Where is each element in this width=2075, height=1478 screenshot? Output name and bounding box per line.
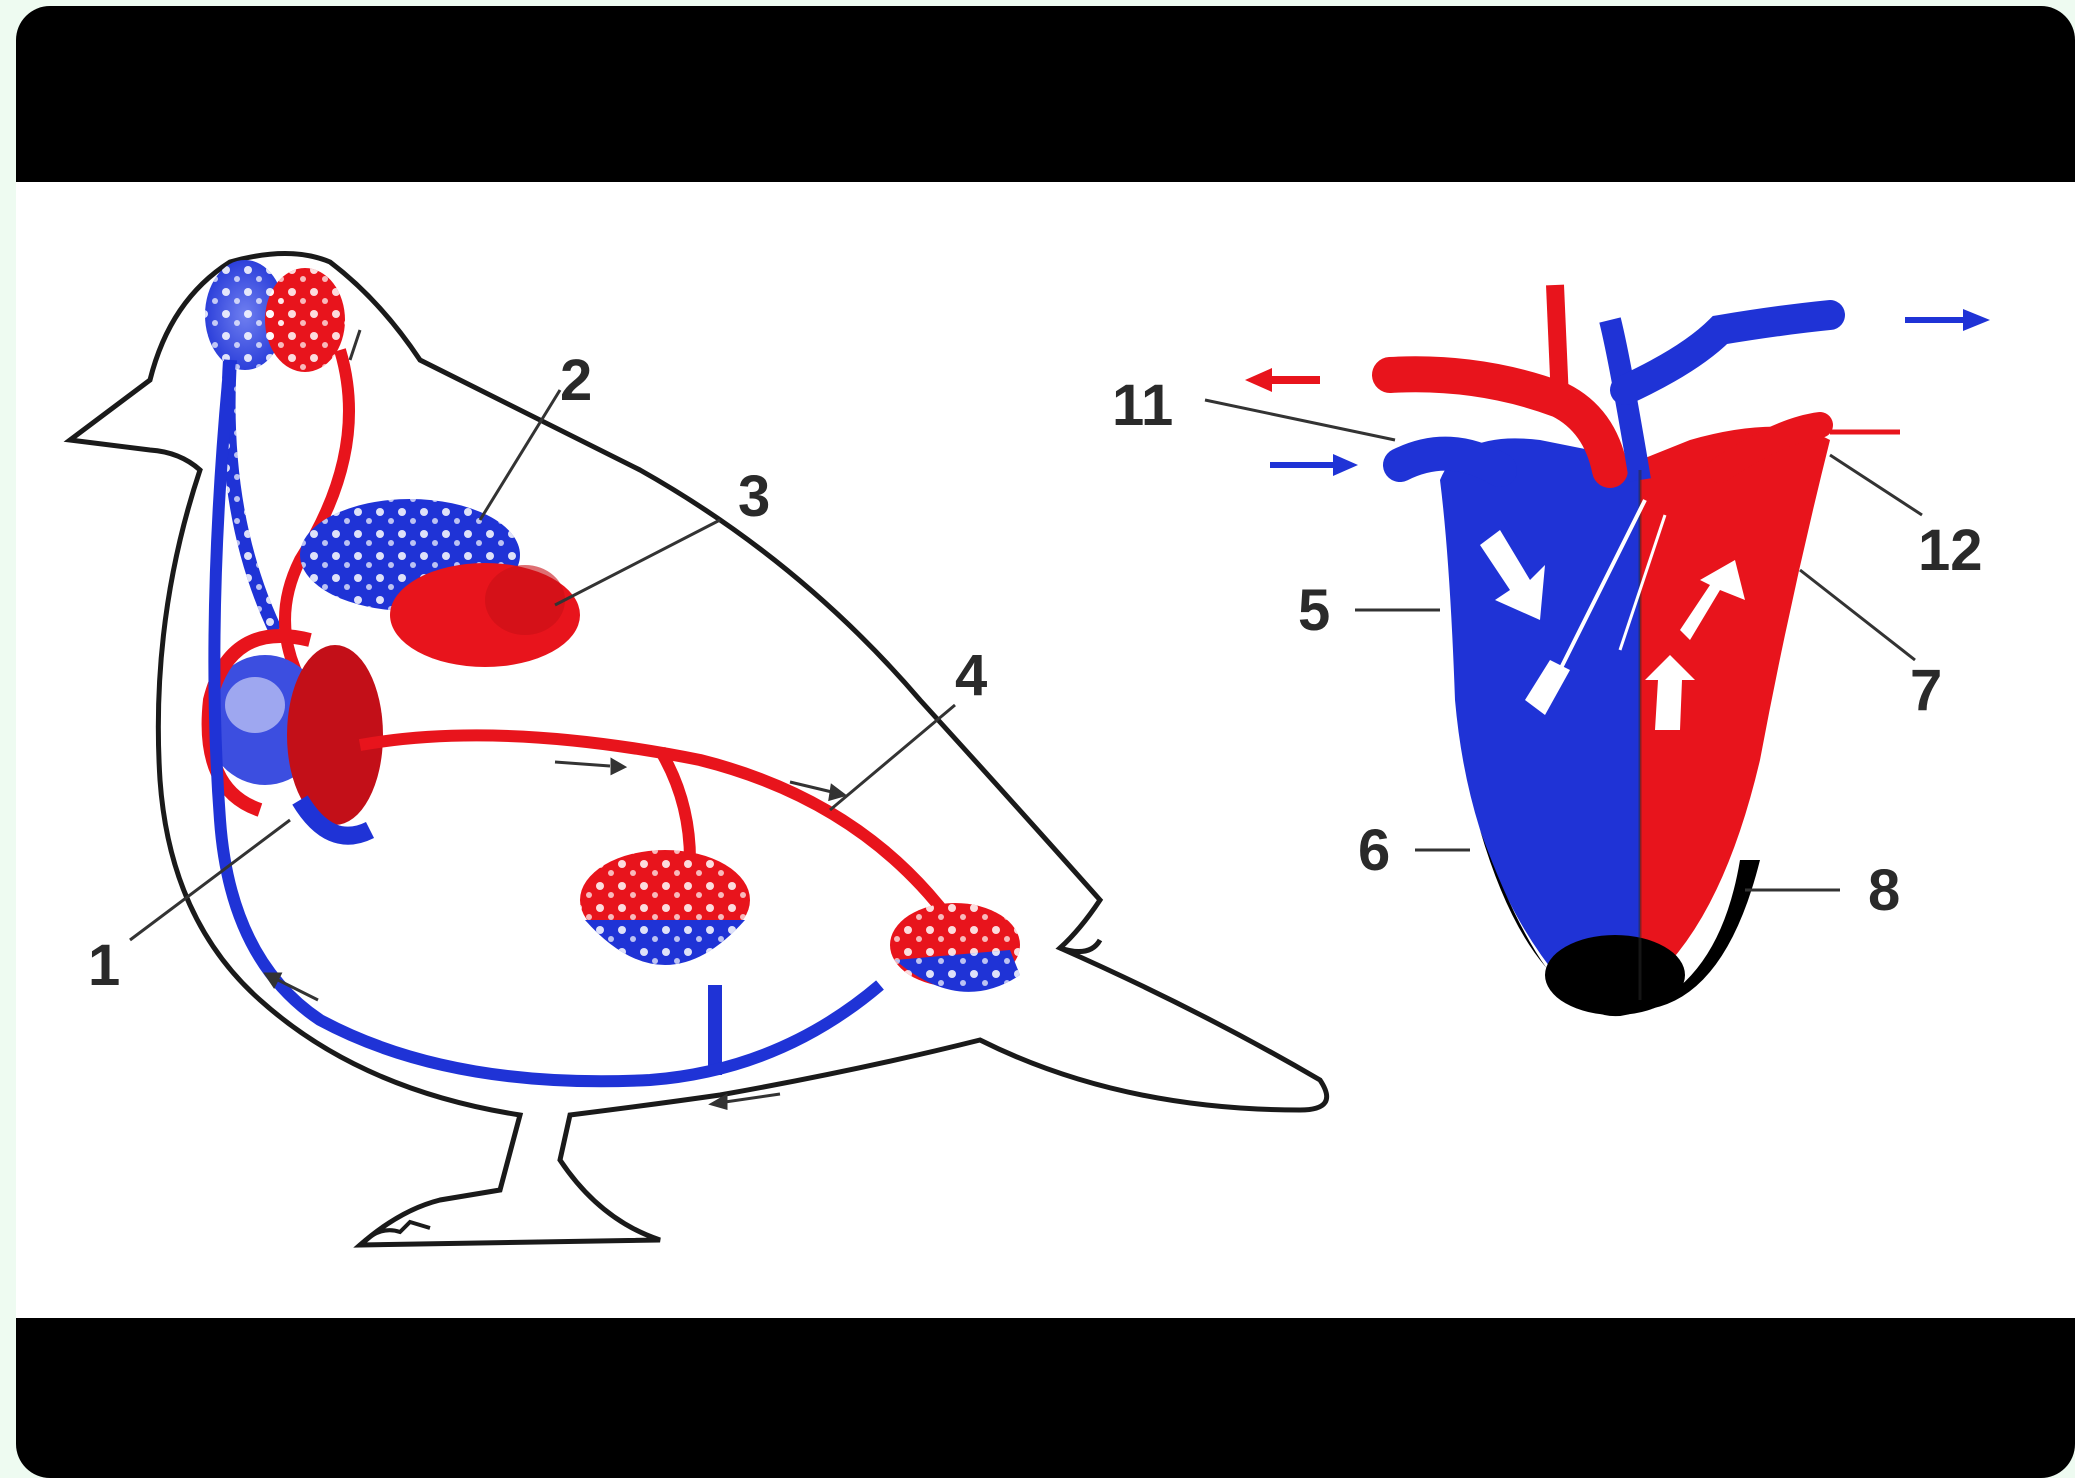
bird-label-2: 2	[560, 348, 592, 413]
letterbox-bottom	[16, 1318, 2075, 1478]
bird-label-3: 3	[738, 464, 770, 529]
heart-label-12: 12	[1918, 518, 1983, 583]
right-ventricle	[1440, 438, 1640, 998]
heart-figure: 11 5 6 12 7 8	[1112, 285, 1990, 1016]
circulation-diagram: 1 2 3 4	[16, 6, 2075, 1478]
bird-heart-left	[287, 645, 383, 825]
diagram-area: 1 2 3 4	[16, 182, 2075, 1318]
bird-label-1: 1	[88, 933, 120, 998]
heart-label-8: 8	[1868, 858, 1900, 923]
heart-label-5: 5	[1298, 578, 1330, 643]
heart-label-11: 11	[1112, 373, 1173, 438]
bird-label-4: 4	[955, 643, 987, 708]
video-frame: 1 2 3 4	[16, 6, 2075, 1478]
heart-label-7: 7	[1910, 658, 1942, 723]
heart-label-6: 6	[1358, 818, 1390, 883]
